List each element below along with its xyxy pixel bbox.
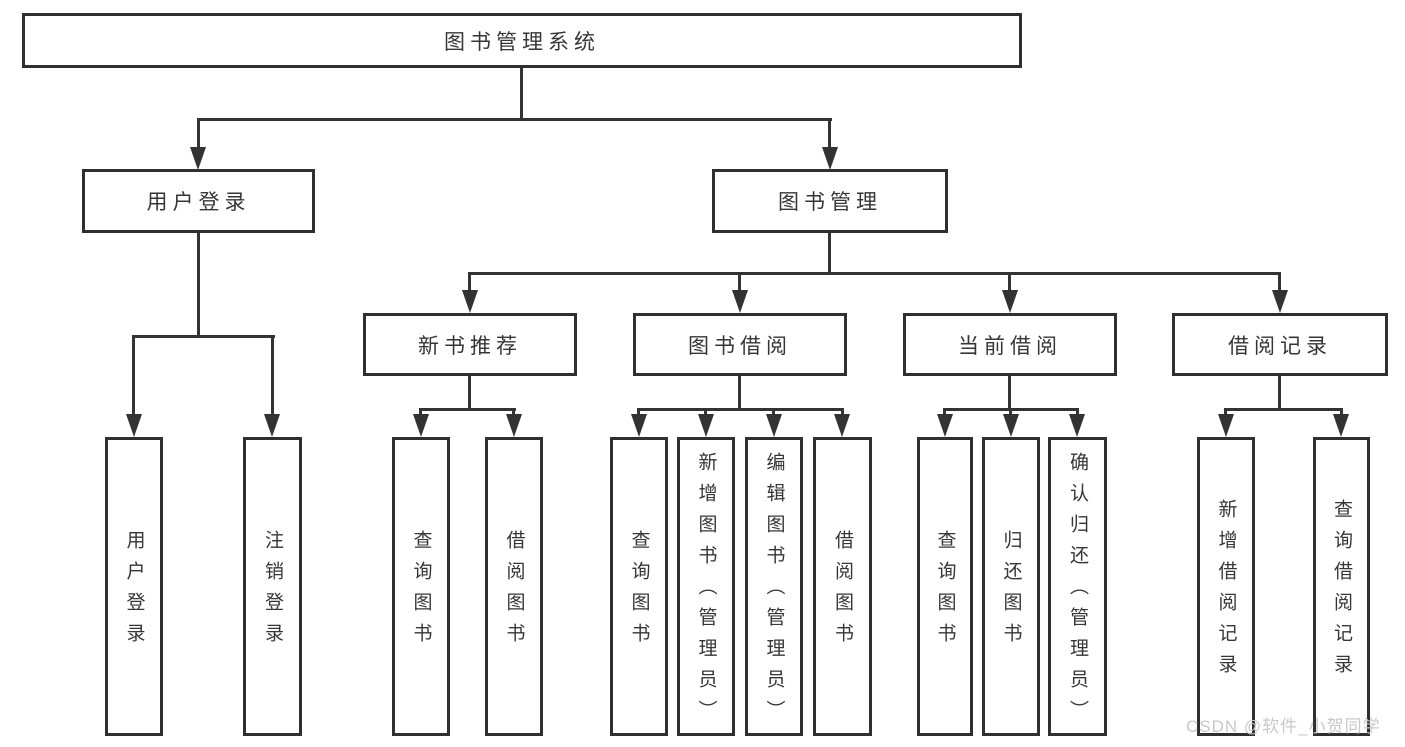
connector-line	[468, 376, 471, 410]
arrow-down-icon	[506, 414, 522, 437]
connector-line	[1009, 408, 1012, 418]
leaf-query-books-borrowing: 查询图书	[610, 437, 668, 736]
connector-line	[132, 335, 135, 417]
leaf-return-books: 归还图书	[982, 437, 1040, 736]
node-current-borrowing: 当前借阅	[903, 313, 1117, 376]
csdn-watermark: CSDN @软件_小贺同学	[1186, 717, 1381, 736]
leaf-borrow-books: 借阅图书	[813, 437, 872, 736]
arrow-down-icon	[631, 414, 647, 437]
arrow-down-icon	[1069, 414, 1085, 437]
node-library-management-system: 图书管理系统	[22, 13, 1022, 68]
connector-line	[828, 233, 831, 274]
leaf-confirm-return-admin: 确认归还（管理员）	[1048, 437, 1107, 736]
node-borrowing-records: 借阅记录	[1172, 313, 1388, 376]
connector-line	[1008, 272, 1011, 293]
arrow-down-icon	[462, 290, 478, 313]
connector-line	[943, 408, 946, 418]
connector-line	[772, 408, 775, 418]
arrow-down-icon	[834, 414, 850, 437]
connector-line	[1278, 376, 1281, 410]
connector-line	[704, 408, 707, 418]
connector-line	[738, 376, 741, 410]
connector-line	[828, 118, 831, 150]
connector-line	[1278, 272, 1281, 293]
leaf-user-login: 用户登录	[105, 437, 163, 736]
arrow-down-icon	[1003, 414, 1019, 437]
arrow-down-icon	[1272, 290, 1288, 313]
connector-line	[1076, 408, 1079, 418]
connector-line	[520, 68, 523, 121]
arrow-down-icon	[1002, 290, 1018, 313]
connector-line	[1340, 408, 1343, 418]
connector-line	[468, 272, 1281, 275]
connector-line	[738, 272, 741, 293]
connector-line	[197, 118, 832, 121]
connector-line	[419, 408, 422, 418]
arrow-down-icon	[1218, 414, 1234, 437]
connector-line	[1008, 376, 1011, 410]
arrow-down-icon	[732, 290, 748, 313]
arrow-down-icon	[413, 414, 429, 437]
leaf-query-books-current: 查询图书	[917, 437, 973, 736]
connector-line	[841, 408, 844, 418]
leaf-logout: 注销登录	[243, 437, 302, 736]
node-book-borrowing: 图书借阅	[633, 313, 847, 376]
node-user-login: 用户登录	[82, 169, 315, 233]
arrow-down-icon	[126, 414, 142, 437]
arrow-down-icon	[190, 147, 206, 170]
connector-line	[1225, 408, 1343, 411]
connector-line	[512, 408, 515, 418]
node-new-book-recommendation: 新书推荐	[363, 313, 577, 376]
connector-line	[638, 408, 844, 411]
arrow-down-icon	[698, 414, 714, 437]
leaf-query-borrow-record: 查询借阅记录	[1313, 437, 1370, 736]
leaf-edit-books-admin: 编辑图书（管理员）	[745, 437, 803, 736]
leaf-query-books-recommend: 查询图书	[392, 437, 450, 736]
connector-line	[637, 408, 640, 418]
arrow-down-icon	[822, 147, 838, 170]
arrow-down-icon	[1333, 414, 1349, 437]
connector-line	[197, 233, 200, 335]
leaf-borrow-books-recommend: 借阅图书	[485, 437, 543, 736]
connector-line	[420, 408, 516, 411]
connector-line	[271, 335, 274, 417]
connector-line	[197, 118, 200, 150]
node-book-management: 图书管理	[712, 169, 948, 233]
leaf-add-books-admin: 新增图书（管理员）	[677, 437, 735, 736]
leaf-add-borrow-record: 新增借阅记录	[1197, 437, 1255, 736]
arrow-down-icon	[264, 414, 280, 437]
connector-line	[468, 272, 471, 293]
connector-line	[1224, 408, 1227, 418]
arrow-down-icon	[937, 414, 953, 437]
arrow-down-icon	[766, 414, 782, 437]
connector-line	[133, 335, 275, 338]
